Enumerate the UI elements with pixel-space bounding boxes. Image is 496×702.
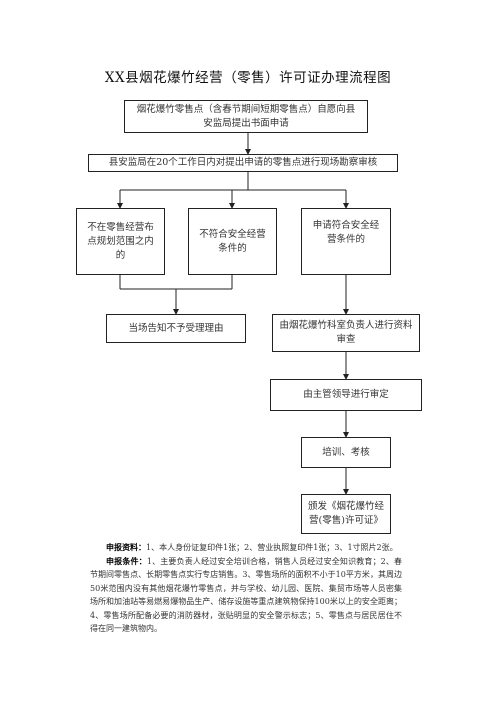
materials-note: 申报资料：1、本人身份证复印件1张；2、营业执照复印件1张；3、1寸照片2张。: [90, 541, 402, 555]
materials-text: 1、本人身份证复印件1张；2、营业执照复印件1张；3、1寸照片2张。: [146, 543, 398, 552]
node-inspect: 县安监局在20个工作日内对提出申请的零售点进行现场勘察审核: [88, 154, 398, 172]
conditions-text: 1、主要负责人经过安全培训合格，销售人员经过安全知识教育；2、春节期间零售点、长…: [90, 556, 403, 634]
materials-label: 申报资料：: [106, 542, 146, 552]
application-notes: 申报资料：1、本人身份证复印件1张；2、营业执照复印件1张；3、1寸照片2张。 …: [90, 541, 402, 636]
node-reject: 当场告知不予受理理由: [106, 314, 246, 343]
node-apply: 烟花爆竹零售点（含春节期间短期零售点）自愿向县安监局提出书面申请: [124, 100, 368, 133]
node-out-of-plan: 不在零售经营布点规划范围之内的: [76, 208, 165, 275]
node-issue: 颁发《烟花爆竹经营(零售)许可证》: [301, 494, 391, 534]
conditions-label: 申报条件：: [106, 555, 147, 566]
conditions-note: 申报条件：1、主要负责人经过安全培训合格，销售人员经过安全知识教育；2、春节期间…: [90, 555, 402, 636]
node-meets: 申请符合安全经营条件的: [301, 208, 391, 275]
node-approve: 由主管领导进行审定: [270, 379, 422, 411]
node-training: 培训、考核: [301, 437, 391, 468]
node-not-safe: 不符合安全经营条件的: [188, 208, 277, 275]
page-title: XX县烟花爆竹经营（零售）许可证办理流程图: [104, 70, 392, 86]
node-review: 由烟花爆竹科室负责人进行资料审查: [272, 314, 420, 352]
